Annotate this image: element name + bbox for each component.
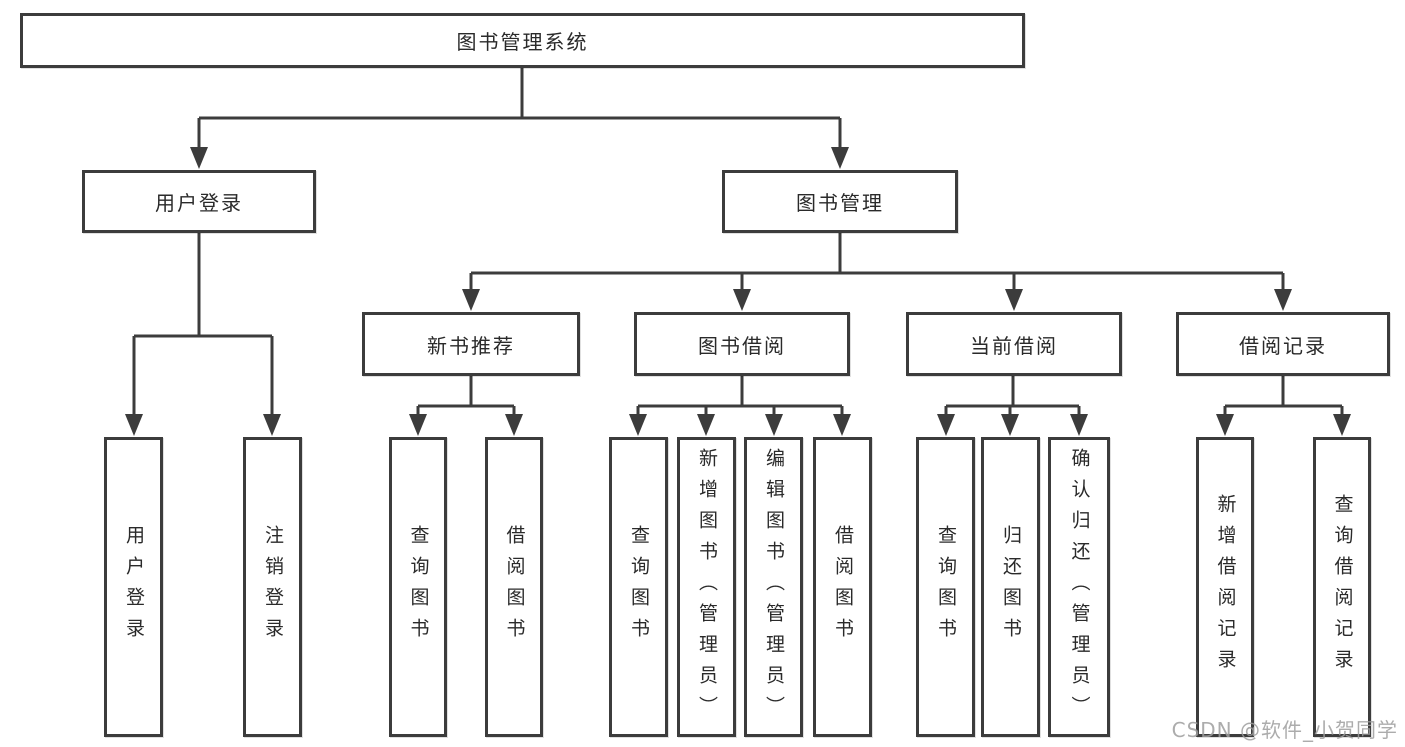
node-book-management-system: 图书管理系统 xyxy=(20,13,1025,68)
node-current-borrowing: 当前借阅 xyxy=(906,312,1122,376)
leaf-add-books-admin: 新增图书（管理员） xyxy=(677,437,736,737)
leaf-query-books-borrow: 查询图书 xyxy=(609,437,668,737)
wire-borrow-records-children xyxy=(1216,376,1351,436)
wire-new-books-children xyxy=(409,376,523,436)
leaf-user-login: 用户登录 xyxy=(104,437,163,737)
leaf-query-borrow-record: 查询借阅记录 xyxy=(1313,437,1371,737)
wire-user-login-children xyxy=(125,233,281,436)
node-borrowing-records: 借阅记录 xyxy=(1176,312,1390,376)
node-book-borrowing: 图书借阅 xyxy=(634,312,850,376)
wire-book-borrow-children xyxy=(629,376,851,436)
leaf-borrow-books: 借阅图书 xyxy=(813,437,872,737)
csdn-watermark: CSDN @软件_小贺同学 xyxy=(1171,718,1398,742)
leaf-logout: 注销登录 xyxy=(243,437,302,737)
leaf-return-books: 归还图书 xyxy=(981,437,1040,737)
wire-root-to-level2 xyxy=(190,68,849,169)
leaf-query-books-current: 查询图书 xyxy=(916,437,975,737)
leaf-borrow-books-recommend: 借阅图书 xyxy=(485,437,543,737)
wire-book-mgmt-children xyxy=(462,233,1292,311)
leaf-confirm-return-admin: 确认归还（管理员） xyxy=(1048,437,1110,737)
wire-current-borrow-children xyxy=(937,376,1088,436)
node-new-book-recommend: 新书推荐 xyxy=(362,312,580,376)
leaf-edit-books-admin: 编辑图书（管理员） xyxy=(744,437,803,737)
node-user-login: 用户登录 xyxy=(82,170,316,233)
node-book-management: 图书管理 xyxy=(722,170,958,233)
leaf-query-books-recommend: 查询图书 xyxy=(389,437,447,737)
leaf-add-borrow-record: 新增借阅记录 xyxy=(1196,437,1254,737)
